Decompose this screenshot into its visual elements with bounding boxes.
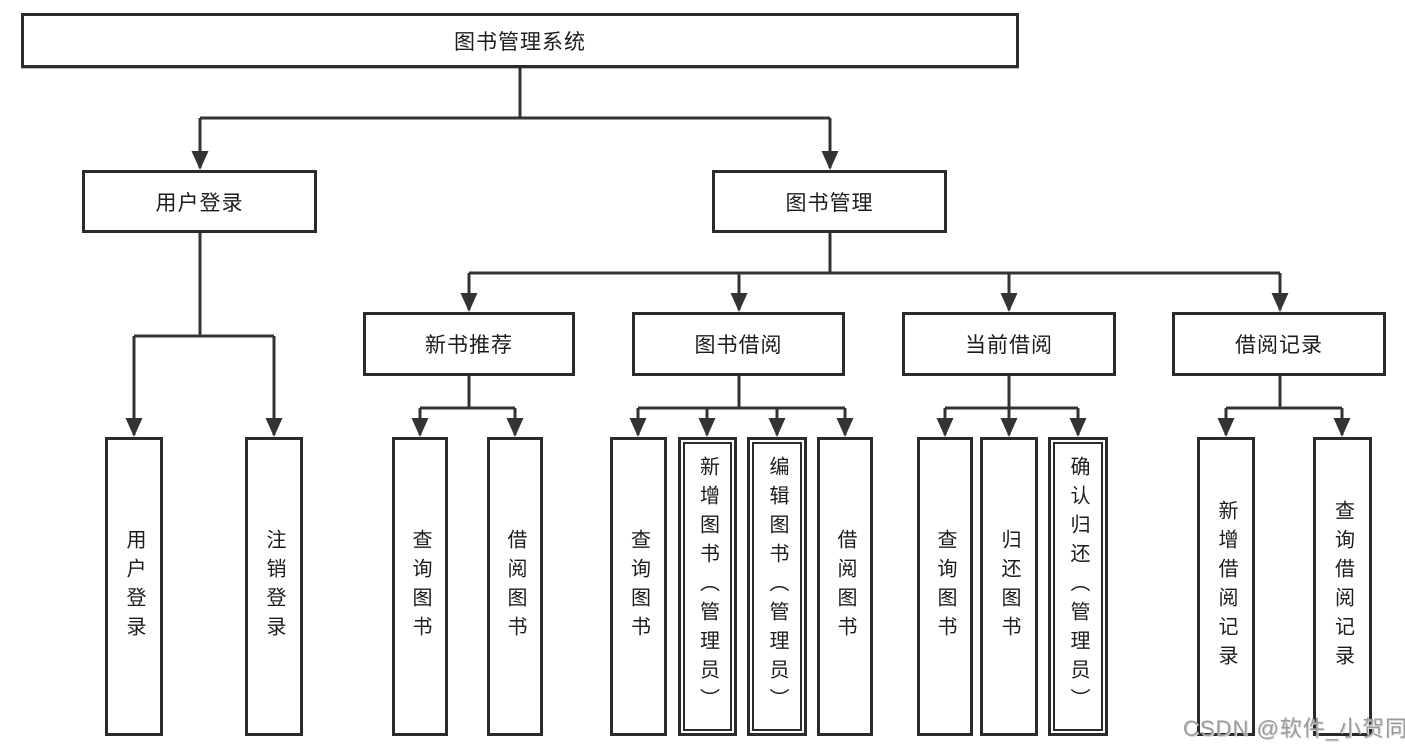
node-borrowing-records: 借阅记录 bbox=[1172, 312, 1386, 376]
leaf-query-borrow-record: 查询借阅记录 bbox=[1313, 437, 1372, 736]
leaf-user-login: 用户登录 bbox=[105, 437, 163, 736]
connector-root-branch bbox=[198, 68, 832, 168]
connector-borrow-records-branch bbox=[1224, 376, 1344, 435]
leaf-current-query-books: 查询图书 bbox=[917, 437, 973, 736]
leaf-add-borrow-record: 新增借阅记录 bbox=[1197, 437, 1255, 736]
connector-book-mgmt-branch bbox=[467, 233, 1282, 310]
connector-book-borrow-branch bbox=[636, 376, 847, 435]
leaf-return-books: 归还图书 bbox=[980, 437, 1038, 736]
csdn-watermark: CSDN @软件_小贺同学 bbox=[1183, 716, 1405, 741]
node-new-book-recommendation: 新书推荐 bbox=[363, 312, 575, 376]
node-user-login: 用户登录 bbox=[82, 170, 317, 233]
connector-user-login-branch bbox=[132, 233, 276, 435]
node-book-borrowing: 图书借阅 bbox=[632, 312, 845, 376]
leaf-add-books-admin: 新增图书（管理员） bbox=[678, 437, 737, 736]
leaf-confirm-return-admin: 确认归还（管理员） bbox=[1048, 437, 1108, 736]
leaf-recommend-query-books: 查询图书 bbox=[392, 437, 448, 736]
leaf-logout: 注销登录 bbox=[245, 437, 303, 736]
leaf-borrowing-borrow-books: 借阅图书 bbox=[817, 437, 873, 736]
connector-new-book-branch bbox=[418, 376, 517, 435]
leaf-edit-books-admin: 编辑图书（管理员） bbox=[747, 437, 807, 736]
node-book-management: 图书管理 bbox=[712, 170, 947, 233]
leaf-recommend-borrow-books: 借阅图书 bbox=[487, 437, 543, 736]
leaf-borrowing-query-books: 查询图书 bbox=[610, 437, 667, 736]
node-current-borrowing: 当前借阅 bbox=[902, 312, 1116, 376]
arrow-heads bbox=[125, 151, 1351, 437]
node-library-management-system: 图书管理系统 bbox=[21, 13, 1019, 68]
